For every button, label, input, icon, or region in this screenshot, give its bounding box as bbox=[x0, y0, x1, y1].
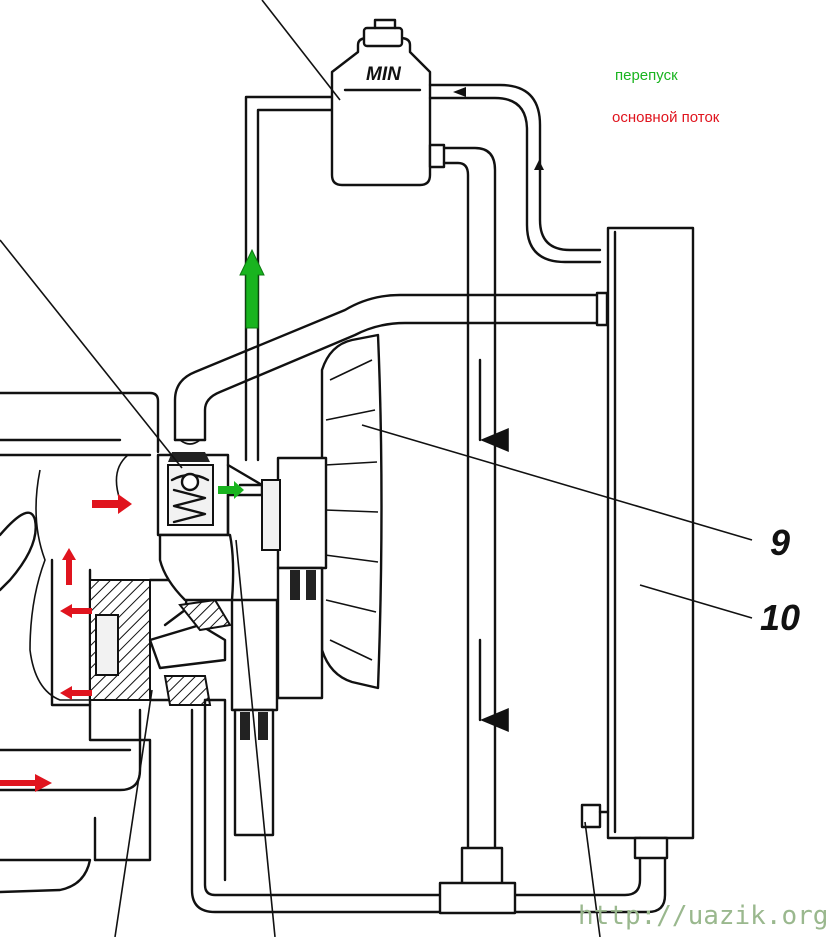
tank-return-pipe bbox=[442, 146, 509, 892]
bypass-pipe bbox=[238, 95, 337, 487]
main-arrow-left-1 bbox=[60, 604, 92, 618]
callout-radiator-number: 10 bbox=[760, 597, 800, 638]
upper-radiator-hose bbox=[173, 291, 609, 445]
radiator-vent-pipe bbox=[428, 83, 602, 264]
expansion-tank: MIN bbox=[330, 18, 446, 187]
main-flow-arrows bbox=[0, 494, 132, 792]
main-arrow-thermostat bbox=[92, 494, 132, 514]
water-pump-impeller bbox=[95, 614, 119, 676]
bypass-arrow-up bbox=[239, 248, 265, 329]
radiator bbox=[580, 226, 695, 840]
watermark-text: http://uazik.org bbox=[578, 901, 828, 931]
bypass-arrow-right bbox=[218, 481, 244, 499]
tank-cap bbox=[362, 26, 404, 48]
engine-block bbox=[0, 391, 232, 894]
pump-casing bbox=[158, 493, 235, 602]
main-arrow-inlet bbox=[0, 774, 52, 792]
main-arrow-up bbox=[62, 548, 76, 585]
bypass-flow-arrows bbox=[218, 248, 265, 499]
leader-lines bbox=[0, 0, 753, 937]
thermostat bbox=[156, 452, 264, 537]
tank-min-marking: MIN bbox=[366, 64, 402, 85]
legend-bypass-label: перепуск bbox=[615, 67, 678, 84]
pump-seal bbox=[148, 623, 227, 670]
cooling-fan bbox=[230, 333, 383, 837]
legend-main-flow-label: основной поток bbox=[612, 109, 720, 126]
fan-hub bbox=[276, 456, 328, 570]
callout-fan-number: 9 bbox=[770, 522, 790, 563]
radiator-drain-plug bbox=[580, 803, 602, 829]
pump-pulley bbox=[230, 598, 279, 712]
lower-radiator-hose bbox=[190, 698, 669, 915]
main-arrow-left-2 bbox=[60, 686, 92, 700]
